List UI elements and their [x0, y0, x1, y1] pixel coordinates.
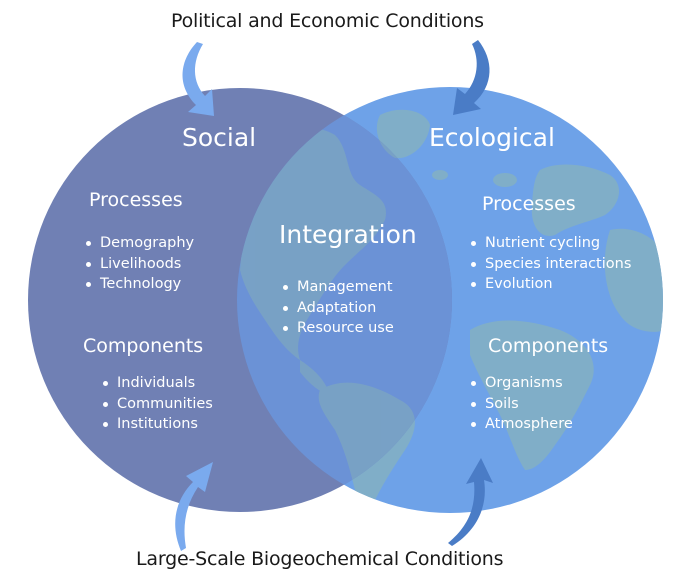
social-components-list: Individuals Communities Institutions: [101, 373, 213, 435]
ecological-processes-list: Nutrient cycling Species interactions Ev…: [469, 233, 631, 295]
social-circle: [28, 88, 452, 512]
integration-list: Management Adaptation Resource use: [281, 277, 394, 339]
list-item: Demography: [84, 233, 194, 254]
arrow-top-right-icon: [453, 40, 490, 115]
list-item: Livelihoods: [84, 254, 194, 275]
list-item: Resource use: [281, 318, 394, 339]
social-processes-heading: Processes: [89, 189, 183, 211]
arrow-bottom-left-icon: [175, 462, 213, 551]
bottom-condition-label: Large-Scale Biogeochemical Conditions: [136, 548, 504, 570]
list-item: Technology: [84, 274, 194, 295]
list-item: Soils: [469, 394, 573, 415]
list-item: Adaptation: [281, 298, 394, 319]
ecological-title: Ecological: [429, 123, 555, 152]
ecological-processes-heading: Processes: [482, 193, 576, 215]
integration-title: Integration: [279, 220, 417, 249]
list-item: Communities: [101, 394, 213, 415]
social-title: Social: [182, 123, 257, 152]
list-item: Evolution: [469, 274, 631, 295]
list-item: Species interactions: [469, 254, 631, 275]
arrow-top-left-icon: [182, 42, 214, 116]
ecological-components-heading: Components: [488, 335, 609, 357]
top-condition-label: Political and Economic Conditions: [171, 10, 484, 32]
list-item: Nutrient cycling: [469, 233, 631, 254]
arrow-bottom-right-icon: [448, 458, 493, 546]
social-components-heading: Components: [83, 335, 204, 357]
list-item: Management: [281, 277, 394, 298]
list-item: Institutions: [101, 414, 213, 435]
ecological-components-list: Organisms Soils Atmosphere: [469, 373, 573, 435]
list-item: Organisms: [469, 373, 573, 394]
social-processes-list: Demography Livelihoods Technology: [84, 233, 194, 295]
list-item: Individuals: [101, 373, 213, 394]
list-item: Atmosphere: [469, 414, 573, 435]
